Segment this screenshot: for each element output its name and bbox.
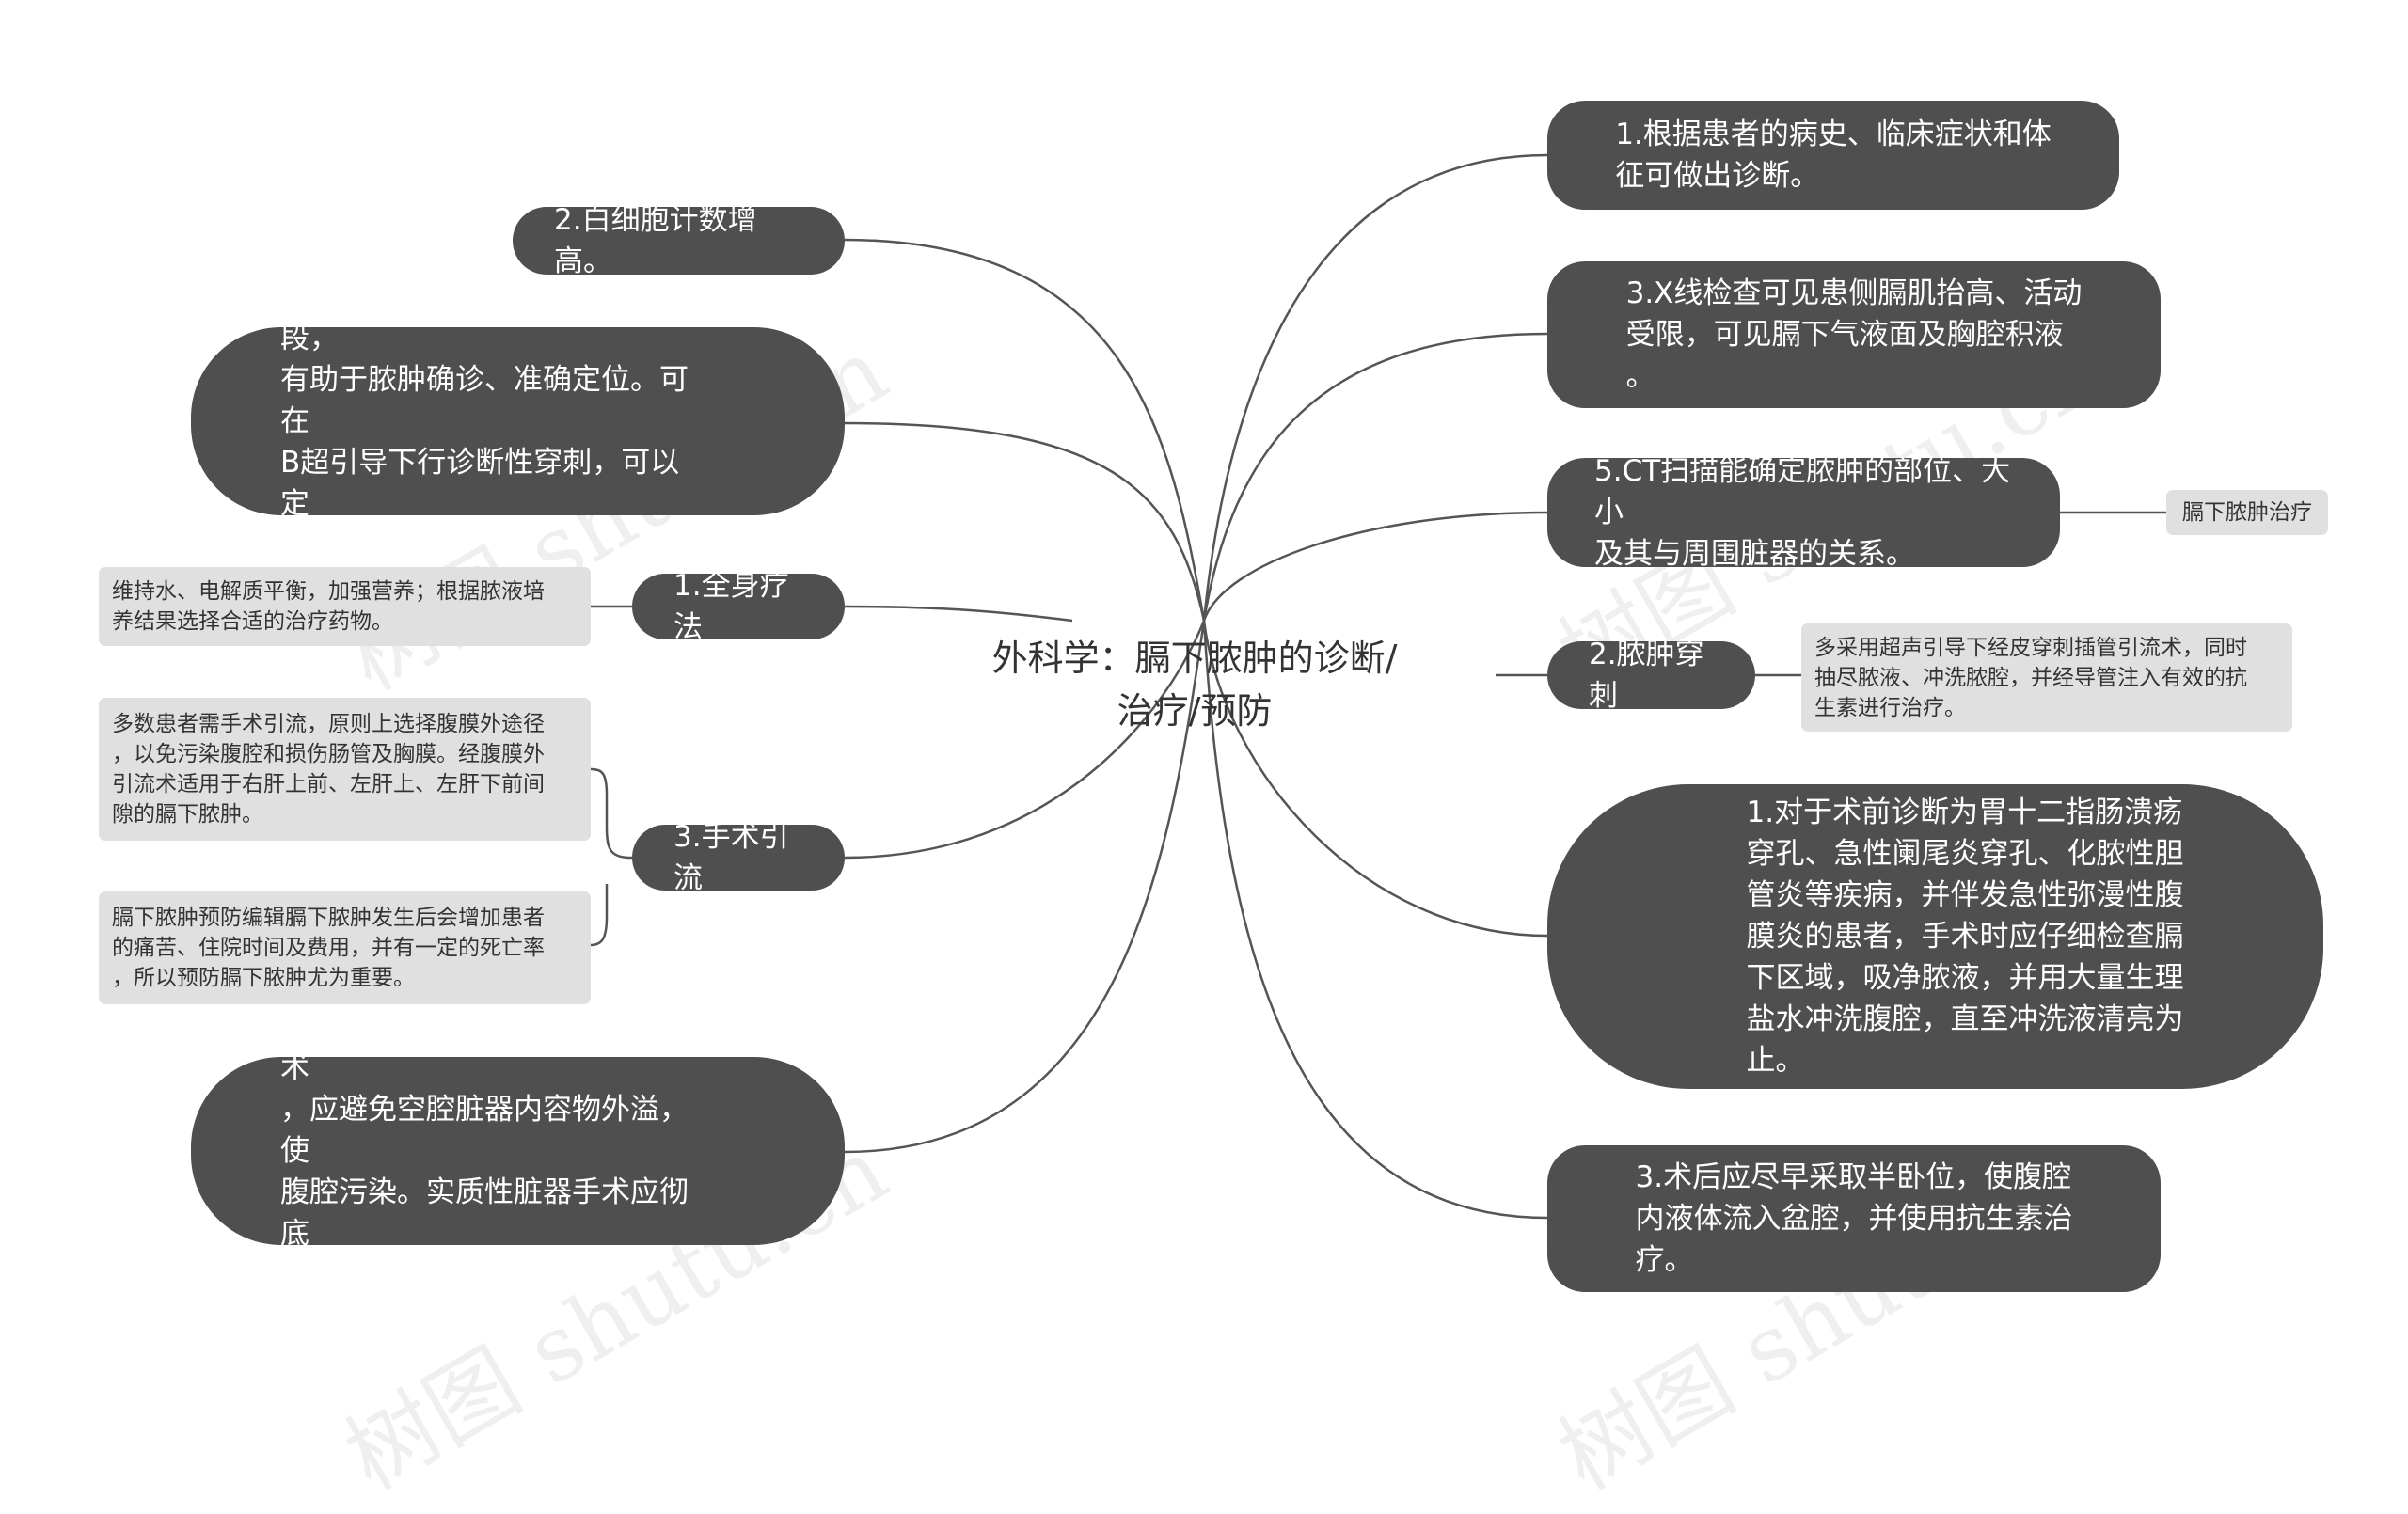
link-root-abdominal [844,620,1206,1154]
link-drainage-bracket [590,767,633,947]
node-ultrasound[interactable]: 4.B型超声可见患侧膈下有液平段， 有助于脓肿确诊、准确定位。可在 B超引导下行… [191,280,845,562]
note-surgical-drainage: 多数患者需手术引流，原则上选择腹膜外途径 ，以免污染腹腔和损伤肠管及胸膜。经腹膜… [99,698,591,841]
node-perforation[interactable]: 1.对于术前诊断为胃十二指肠溃疡 穿孔、急性阑尾炎穿孔、化脓性胆 管炎等疾病，并… [1547,784,2323,1089]
tag-subdiaphragmatic-abscess-treatment: 膈下脓肿治疗 [2166,490,2328,535]
node-abdominal-surgery-label: 2.腹腔手术时，特别是胃肠道手术 ，应避免空腔脏器内容物外溢，使 腹腔污染。实质… [280,1010,689,1292]
node-ct[interactable]: 5.CT扫描能确定脓肿的部位、大小 及其与周围脏器的关系。 [1547,454,2060,571]
node-ultrasound-label: 4.B型超声可见患侧膈下有液平段， 有助于脓肿确诊、准确定位。可在 B超引导下行… [280,280,689,562]
link-root-postop [1202,620,1548,1220]
node-ct-label: 5.CT扫描能确定脓肿的部位、大小 及其与周围脏器的关系。 [1594,454,2011,571]
note-systemic-therapy-text: 维持水、电解质平衡，加强营养；根据脓液培 养结果选择合适的治疗药物。 [112,579,545,634]
note-abscess-puncture: 多采用超声引导下经皮穿刺插管引流术，同时 抽尽脓液、冲洗脓腔，并经导管注入有效的… [1801,623,2292,732]
note-systemic-therapy: 维持水、电解质平衡，加强营养；根据脓液培 养结果选择合适的治疗药物。 [99,567,591,646]
tag-subdiaphragmatic-abscess-treatment-text: 膈下脓肿治疗 [2182,500,2312,525]
link-root-perforation [1202,620,1548,938]
node-wbc[interactable]: 2.白细胞计数增高。 [513,203,845,278]
link-root-history [1202,153,1548,622]
node-xray-label: 3.X线检查可见患侧膈肌抬高、活动 受限，可见膈下气液面及胸腔积液 。 [1625,276,2083,393]
node-postoperative-label: 3.术后应尽早采取半卧位，使腹腔 内液体流入盆腔，并使用抗生素治 疗。 [1635,1160,2073,1277]
node-wbc-label: 2.白细胞计数增高。 [554,203,757,278]
note-surgical-drainage-text: 多数患者需手术引流，原则上选择腹膜外途径 ，以免污染腹腔和损伤肠管及胸膜。经腹膜… [112,712,545,827]
node-postoperative[interactable]: 3.术后应尽早采取半卧位，使腹腔 内液体流入盆腔，并使用抗生素治 疗。 [1547,1145,2161,1292]
node-xray[interactable]: 3.X线检查可见患侧膈肌抬高、活动 受限，可见膈下气液面及胸腔积液 。 [1547,261,2161,408]
node-history[interactable]: 1.根据患者的病史、临床症状和体 征可做出诊断。 [1547,101,2119,210]
node-surgical-drainage-label: 3.手术引流 [673,820,789,895]
link-root-ultrasound [844,421,1206,622]
link-root-xray [1202,332,1548,622]
node-surgical-drainage[interactable]: 3.手术引流 [632,820,845,895]
node-history-label: 1.根据患者的病史、临床症状和体 征可做出诊断。 [1615,118,2052,193]
note-abscess-puncture-text: 多采用超声引导下经皮穿刺插管引流术，同时 抽尽脓液、冲洗脓腔，并经导管注入有效的… [1814,635,2247,720]
node-abdominal-surgery[interactable]: 2.腹腔手术时，特别是胃肠道手术 ，应避免空腔脏器内容物外溢，使 腹腔污染。实质… [191,1010,845,1292]
note-prevention: 膈下脓肿预防编辑膈下脓肿发生后会增加患者 的痛苦、住院时间及费用，并有一定的死亡… [99,891,591,1004]
node-abscess-puncture-label: 2.脓肿穿刺 [1589,638,1704,713]
link-root-ct [1202,511,1548,622]
connector-lines [590,153,2166,1220]
link-root-systemic [844,605,1073,623]
link-root-wbc [844,238,1206,622]
node-perforation-label: 1.对于术前诊断为胃十二指肠溃疡 穿孔、急性阑尾炎穿孔、化脓性胆 管炎等疾病，并… [1746,796,2184,1078]
node-systemic-therapy[interactable]: 1.全身疗法 [632,569,845,644]
node-abscess-puncture[interactable]: 2.脓肿穿刺 [1547,638,1755,713]
note-prevention-text: 膈下脓肿预防编辑膈下脓肿发生后会增加患者 的痛苦、住院时间及费用，并有一定的死亡… [112,906,545,990]
node-systemic-therapy-label: 1.全身疗法 [673,569,789,644]
root-topic[interactable]: 外科学：膈下脓肿的诊断/ 治疗/预防 [991,638,1398,732]
link-root-drainage [844,620,1206,860]
